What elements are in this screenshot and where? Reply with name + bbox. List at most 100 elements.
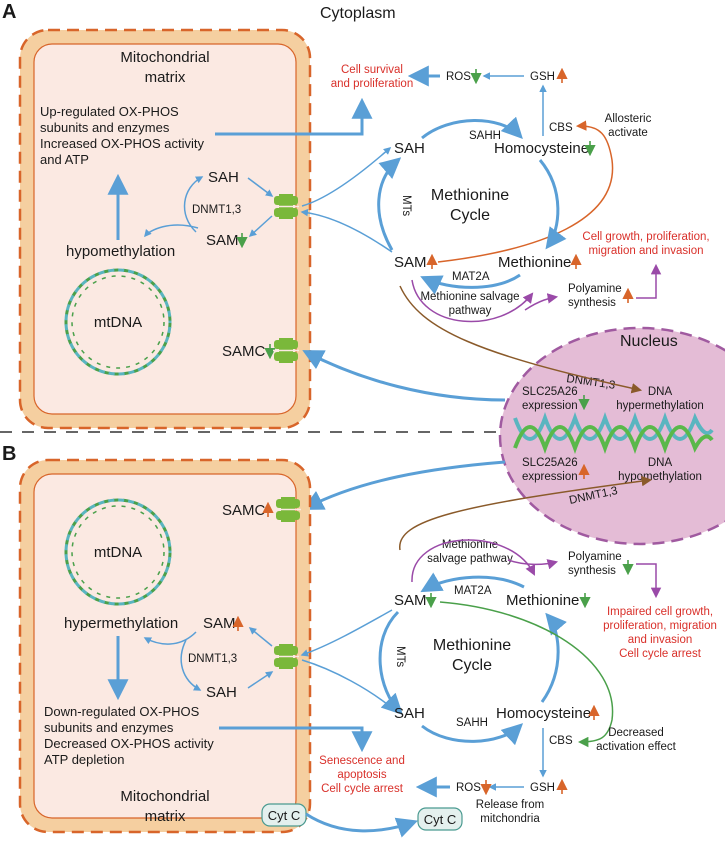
arrow-mito-to-sah-b [301, 659, 394, 709]
release-2: mitchondria [480, 813, 540, 825]
impaired-3: and invasion [628, 634, 693, 646]
cbs-b: CBS [549, 735, 573, 747]
dna-helix-icon [513, 412, 714, 454]
slc-bot-1: SLC25A26 [522, 457, 578, 469]
matrix-title-a-2: matrix [145, 69, 186, 86]
transporter-b-icon [272, 643, 300, 670]
mat2a-a: MAT2A [452, 271, 490, 283]
matrix-title-a-1: Mitochondrial [120, 49, 209, 66]
mito-sah-b: SAH [206, 684, 237, 701]
mat2a-b: MAT2A [454, 585, 492, 597]
impaired-2: proliferation, migration [603, 620, 717, 632]
arrow-allosteric [437, 120, 614, 263]
arrow-to-polyamine-a [524, 293, 559, 311]
polyamine-a-2: synthesis [568, 297, 616, 309]
arrow-dnmt-b [180, 639, 202, 691]
impaired-1: Impaired cell growth, [607, 606, 713, 618]
mtdna-b: mtDNA [94, 544, 142, 561]
oxphos-a-4: and ATP [40, 152, 89, 167]
mtdna-a: mtDNA [94, 314, 142, 331]
mito-sam-a: SAM [206, 232, 239, 249]
arrow-sah-to-homocysteine [421, 116, 523, 140]
oxphos-b-2: subunits and enzymes [44, 720, 174, 735]
arrow-sam-to-hyper [143, 631, 197, 645]
salvage-b-1: Methionine [442, 539, 498, 551]
growth-a-2: migration and invasion [588, 245, 703, 257]
arrow-oxphos-to-survival [215, 97, 373, 136]
samc-a: SAMC [222, 343, 266, 360]
mitochondrion-a [18, 28, 312, 430]
arrow-to-polyamine-b [507, 559, 559, 570]
arrow-transporter-to-sam-b [248, 627, 273, 647]
slc-top-1: SLC25A26 [522, 386, 578, 398]
arrow-homocysteine-to-methionine-b [540, 612, 567, 703]
senescence-3: Cell cycle arrest [321, 783, 404, 795]
arrow-methionine-to-sam [420, 273, 521, 295]
cytc-outer-label: Cyt C [424, 812, 457, 827]
slc-top-2: expression [522, 400, 578, 412]
panel-a-label: A [2, 1, 16, 23]
mtdna-b-icon [64, 498, 172, 606]
methionine-b: Methionine [506, 592, 579, 609]
salvage-a-2: pathway [449, 305, 492, 317]
arrow-salvage-b [411, 539, 536, 583]
dna-bot-2: hypomethylation [618, 471, 702, 483]
gsh-a: GSH [530, 71, 555, 83]
outcome-a-1: Cell survival [341, 64, 403, 76]
arrow-dnmt-a [183, 176, 204, 233]
mito-dnmt-a: DNMT1,3 [192, 204, 241, 216]
cytc-inner: Cyt C [261, 803, 307, 827]
mito-dnmt-b: DNMT1,3 [188, 653, 237, 665]
allosteric-a-2: activate [608, 127, 648, 139]
dna-bot-1: DNA [648, 457, 673, 469]
cbs-a: CBS [549, 122, 573, 134]
dna-top-2: hypermethylation [616, 400, 704, 412]
arrow-nucleus-to-samc-b [302, 460, 506, 510]
arrow-homocysteine-to-methionine [538, 159, 567, 250]
ros-b: ROS [456, 782, 481, 794]
arrow-transporter-to-sam [248, 215, 273, 238]
panel-b-label: B [2, 443, 16, 465]
allosteric-a-1: Allosteric [605, 113, 652, 125]
homocysteine-a: Homocysteine [494, 140, 589, 157]
homocysteine-b: Homocysteine [496, 705, 591, 722]
matrix-title-b-1: Mitochondrial [120, 788, 209, 805]
arrow-sam-to-dna-hyper [399, 285, 643, 394]
decreased-1: Decreased [608, 727, 664, 739]
slc-bot-2: expression [522, 471, 578, 483]
matrix-title-b-2: matrix [145, 808, 186, 825]
polyamine-b-2: synthesis [568, 565, 616, 577]
oxphos-a-1: Up-regulated OX-PHOS [40, 104, 179, 119]
samc-transporter-icon [272, 337, 300, 364]
arrow-salvage [411, 279, 534, 323]
nucleus-title: Nucleus [620, 333, 678, 350]
arrow-methionine-to-sam-b [420, 572, 525, 593]
oxphos-b-1: Down-regulated OX-PHOS [44, 704, 200, 719]
mito-sam-b: SAM [203, 615, 236, 632]
oxphos-b-3: Decreased OX-PHOS activity [44, 736, 214, 751]
transporter-icon [272, 193, 300, 220]
gsh-b: GSH [530, 782, 555, 794]
arrow-polyamine-to-impaired [636, 563, 662, 599]
oxphos-a-3: Increased OX-PHOS activity [40, 136, 204, 151]
senescence-1: Senescence and [319, 755, 405, 767]
arrow-sah-to-homocysteine-b [421, 723, 524, 746]
arrow-sam-to-dna-hypo [399, 475, 653, 551]
cycle-b-2: Cycle [452, 657, 492, 674]
arrow-sah-to-transporter [247, 177, 274, 197]
sam-a: SAM [394, 254, 427, 271]
sam-b: SAM [394, 592, 427, 609]
arrow-mito-to-sah [301, 147, 392, 207]
arrow-polyamine-to-growth [636, 263, 662, 299]
sah-b: SAH [394, 705, 425, 722]
mts-b: MTs [394, 646, 406, 667]
arrow-nucleus-to-samc-a [302, 350, 506, 402]
senescence-2: apoptosis [337, 769, 386, 781]
mito-sah-a: SAH [208, 169, 239, 186]
growth-a-1: Cell growth, proliferation, [582, 231, 709, 243]
arrow-sam-to-mito-b [300, 609, 393, 657]
cytoplasm-label: Cytoplasm [320, 5, 396, 22]
salvage-a-1: Methionine salvage [420, 291, 519, 303]
sahh-a: SAHH [469, 130, 501, 142]
